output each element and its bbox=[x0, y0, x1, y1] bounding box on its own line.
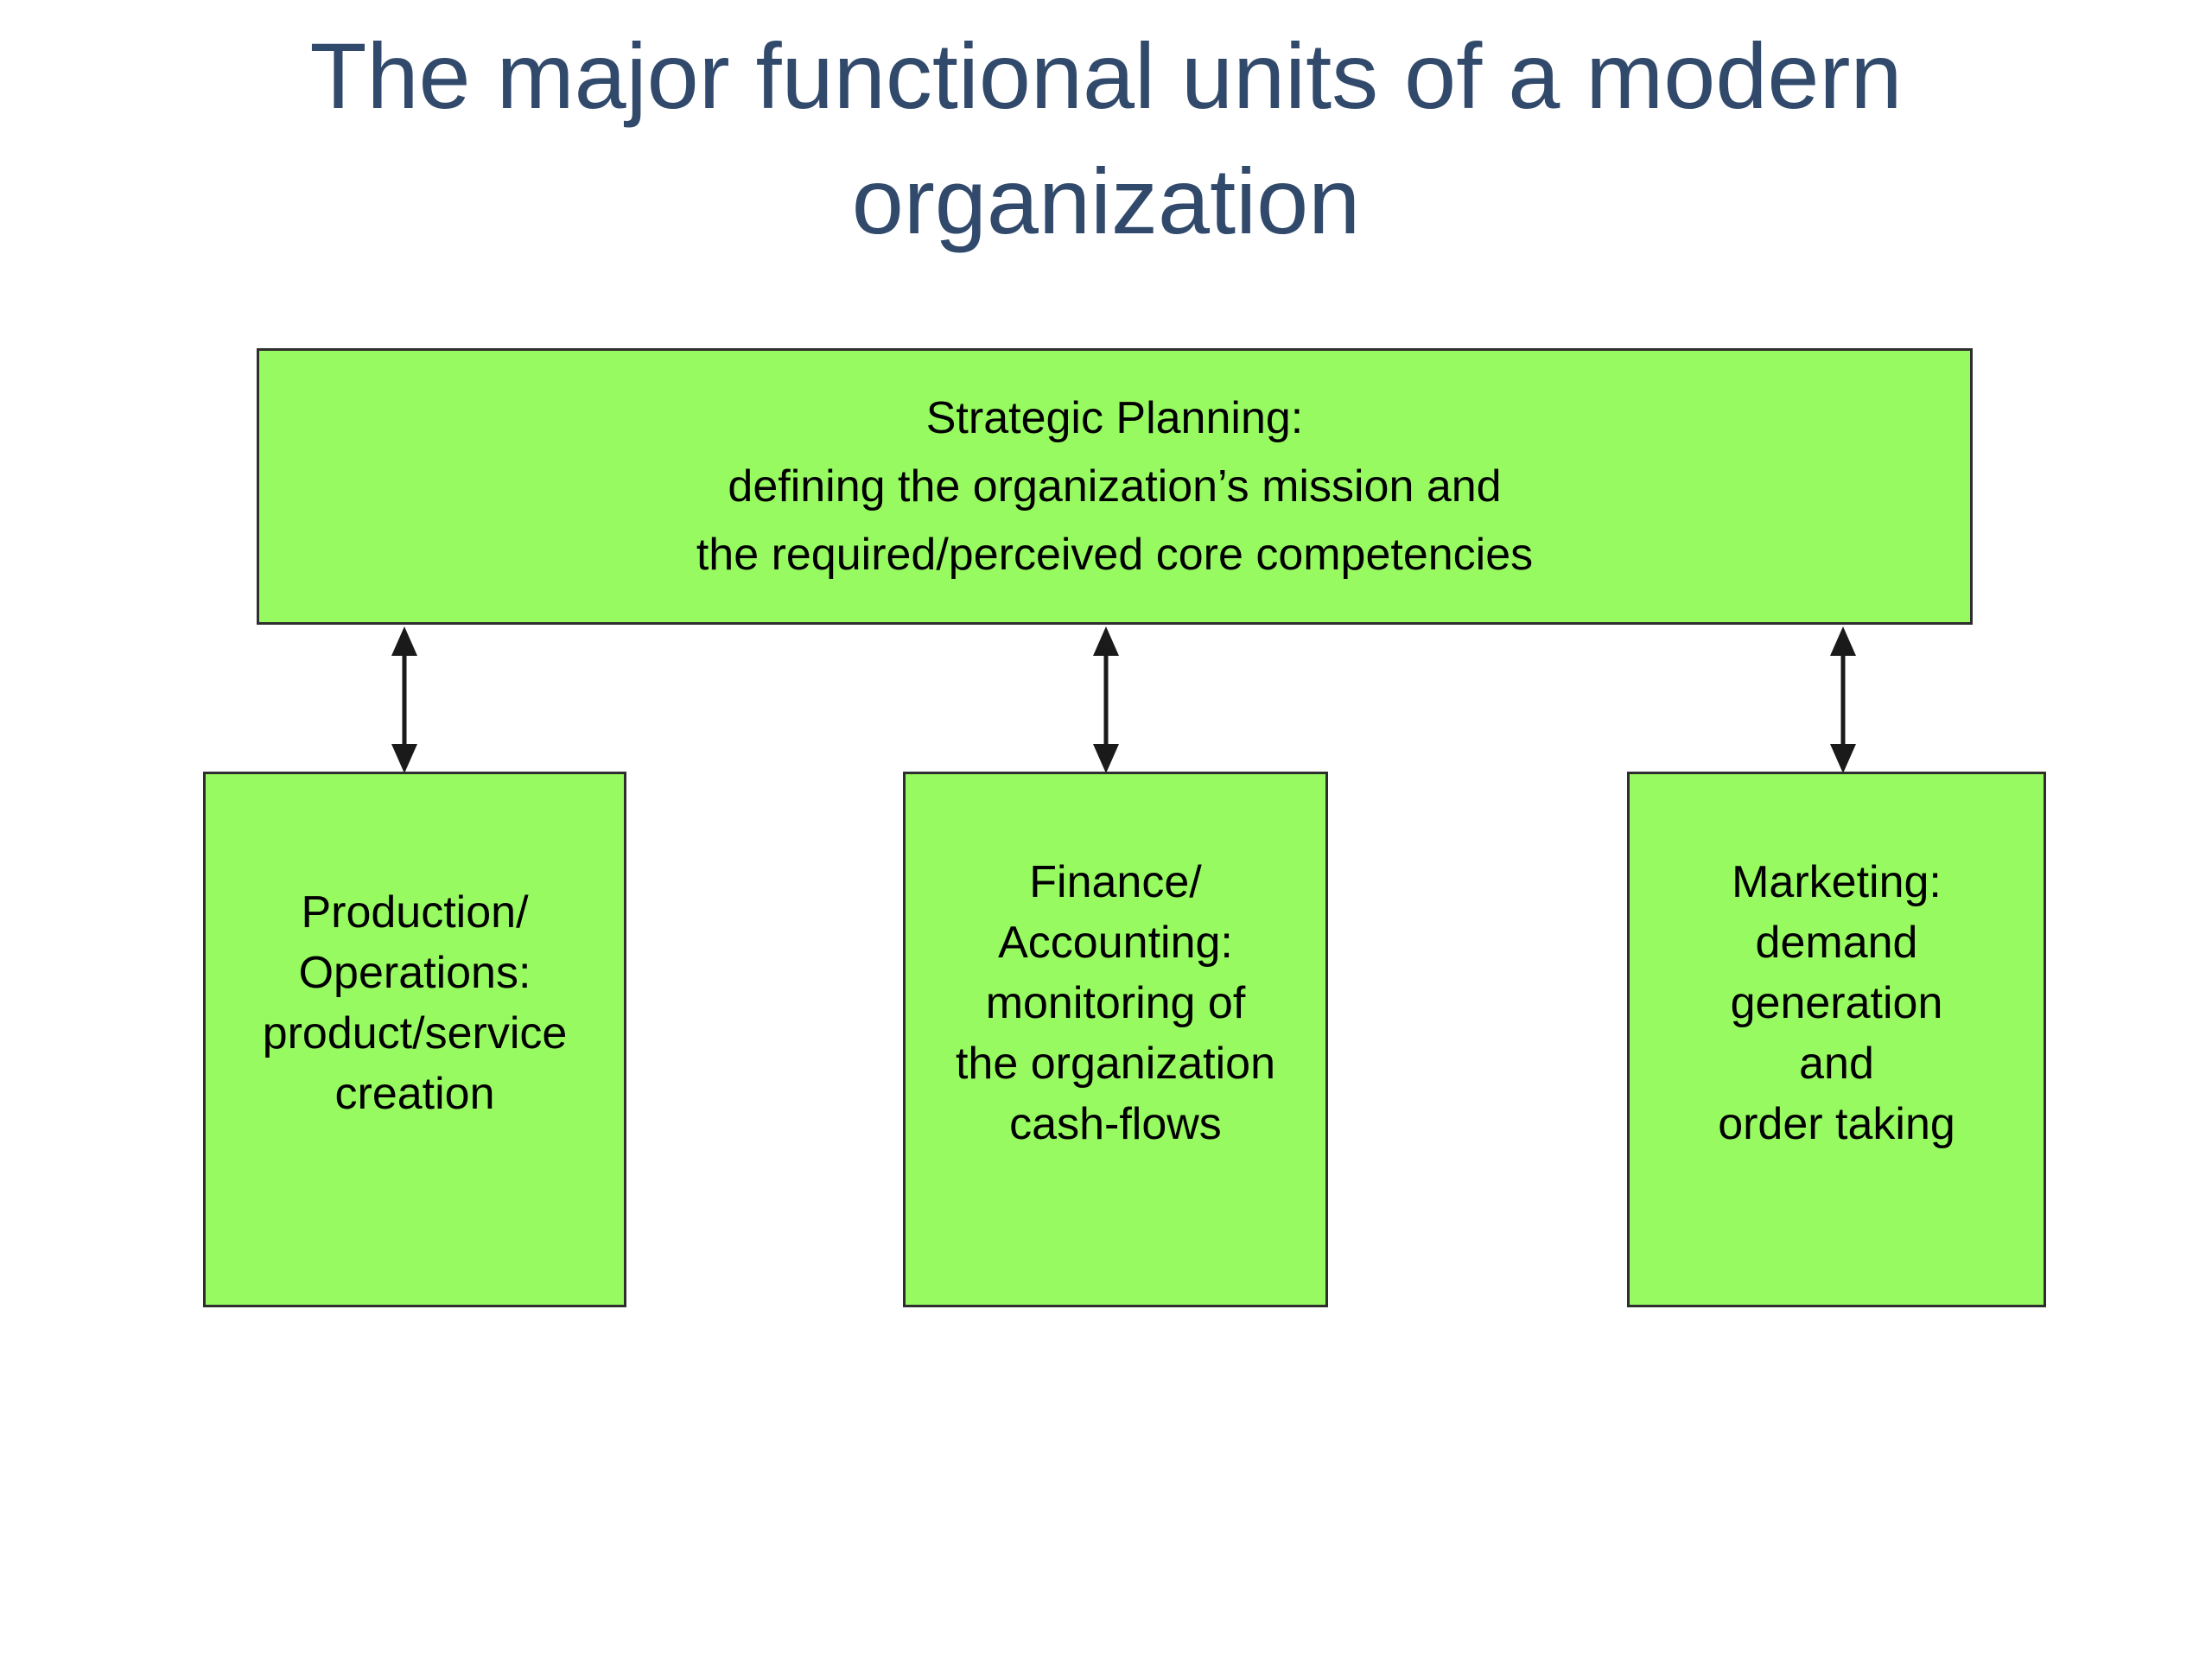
box-text-line: Strategic Planning: bbox=[925, 392, 1304, 443]
box-text-line: defining the organization’s mission and bbox=[728, 461, 1502, 512]
box-text-line: Operations: bbox=[298, 948, 531, 998]
strategic-planning-box: Strategic Planning: defining the organiz… bbox=[257, 348, 1973, 625]
marketing-box: Marketing: demand generation and order t… bbox=[1627, 772, 2046, 1307]
box-text-line: creation bbox=[334, 1069, 495, 1119]
double-arrow-icon bbox=[391, 626, 417, 773]
box-text-line: order taking bbox=[1718, 1099, 1955, 1149]
box-text-line: the required/perceived core competencies bbox=[696, 529, 1534, 580]
slide-title: The major functional units of a modern o… bbox=[0, 14, 2212, 264]
finance-accounting-box: Finance/ Accounting: monitoring of the o… bbox=[903, 772, 1328, 1307]
box-text-line: monitoring of bbox=[985, 978, 1246, 1028]
box-text-line: and bbox=[1799, 1039, 1874, 1089]
box-text-line: Production/ bbox=[301, 887, 529, 938]
box-text-line: Finance/ bbox=[1029, 857, 1202, 907]
box-text-line: generation bbox=[1730, 978, 1943, 1028]
production-operations-box: Production/ Operations: product/service … bbox=[203, 772, 626, 1307]
box-text-line: Marketing: bbox=[1732, 857, 1942, 907]
box-text-line: Accounting: bbox=[998, 918, 1233, 968]
slide-title-line: The major functional units of a modern bbox=[309, 23, 1903, 128]
slide-title-line: organization bbox=[851, 148, 1361, 253]
box-text-line: cash-flows bbox=[1009, 1099, 1222, 1149]
box-text-line: the organization bbox=[955, 1039, 1276, 1089]
box-text-line: demand bbox=[1755, 918, 1918, 968]
double-arrow-icon bbox=[1093, 626, 1119, 773]
box-text-line: product/service bbox=[262, 1008, 568, 1058]
double-arrow-icon bbox=[1830, 626, 1856, 773]
